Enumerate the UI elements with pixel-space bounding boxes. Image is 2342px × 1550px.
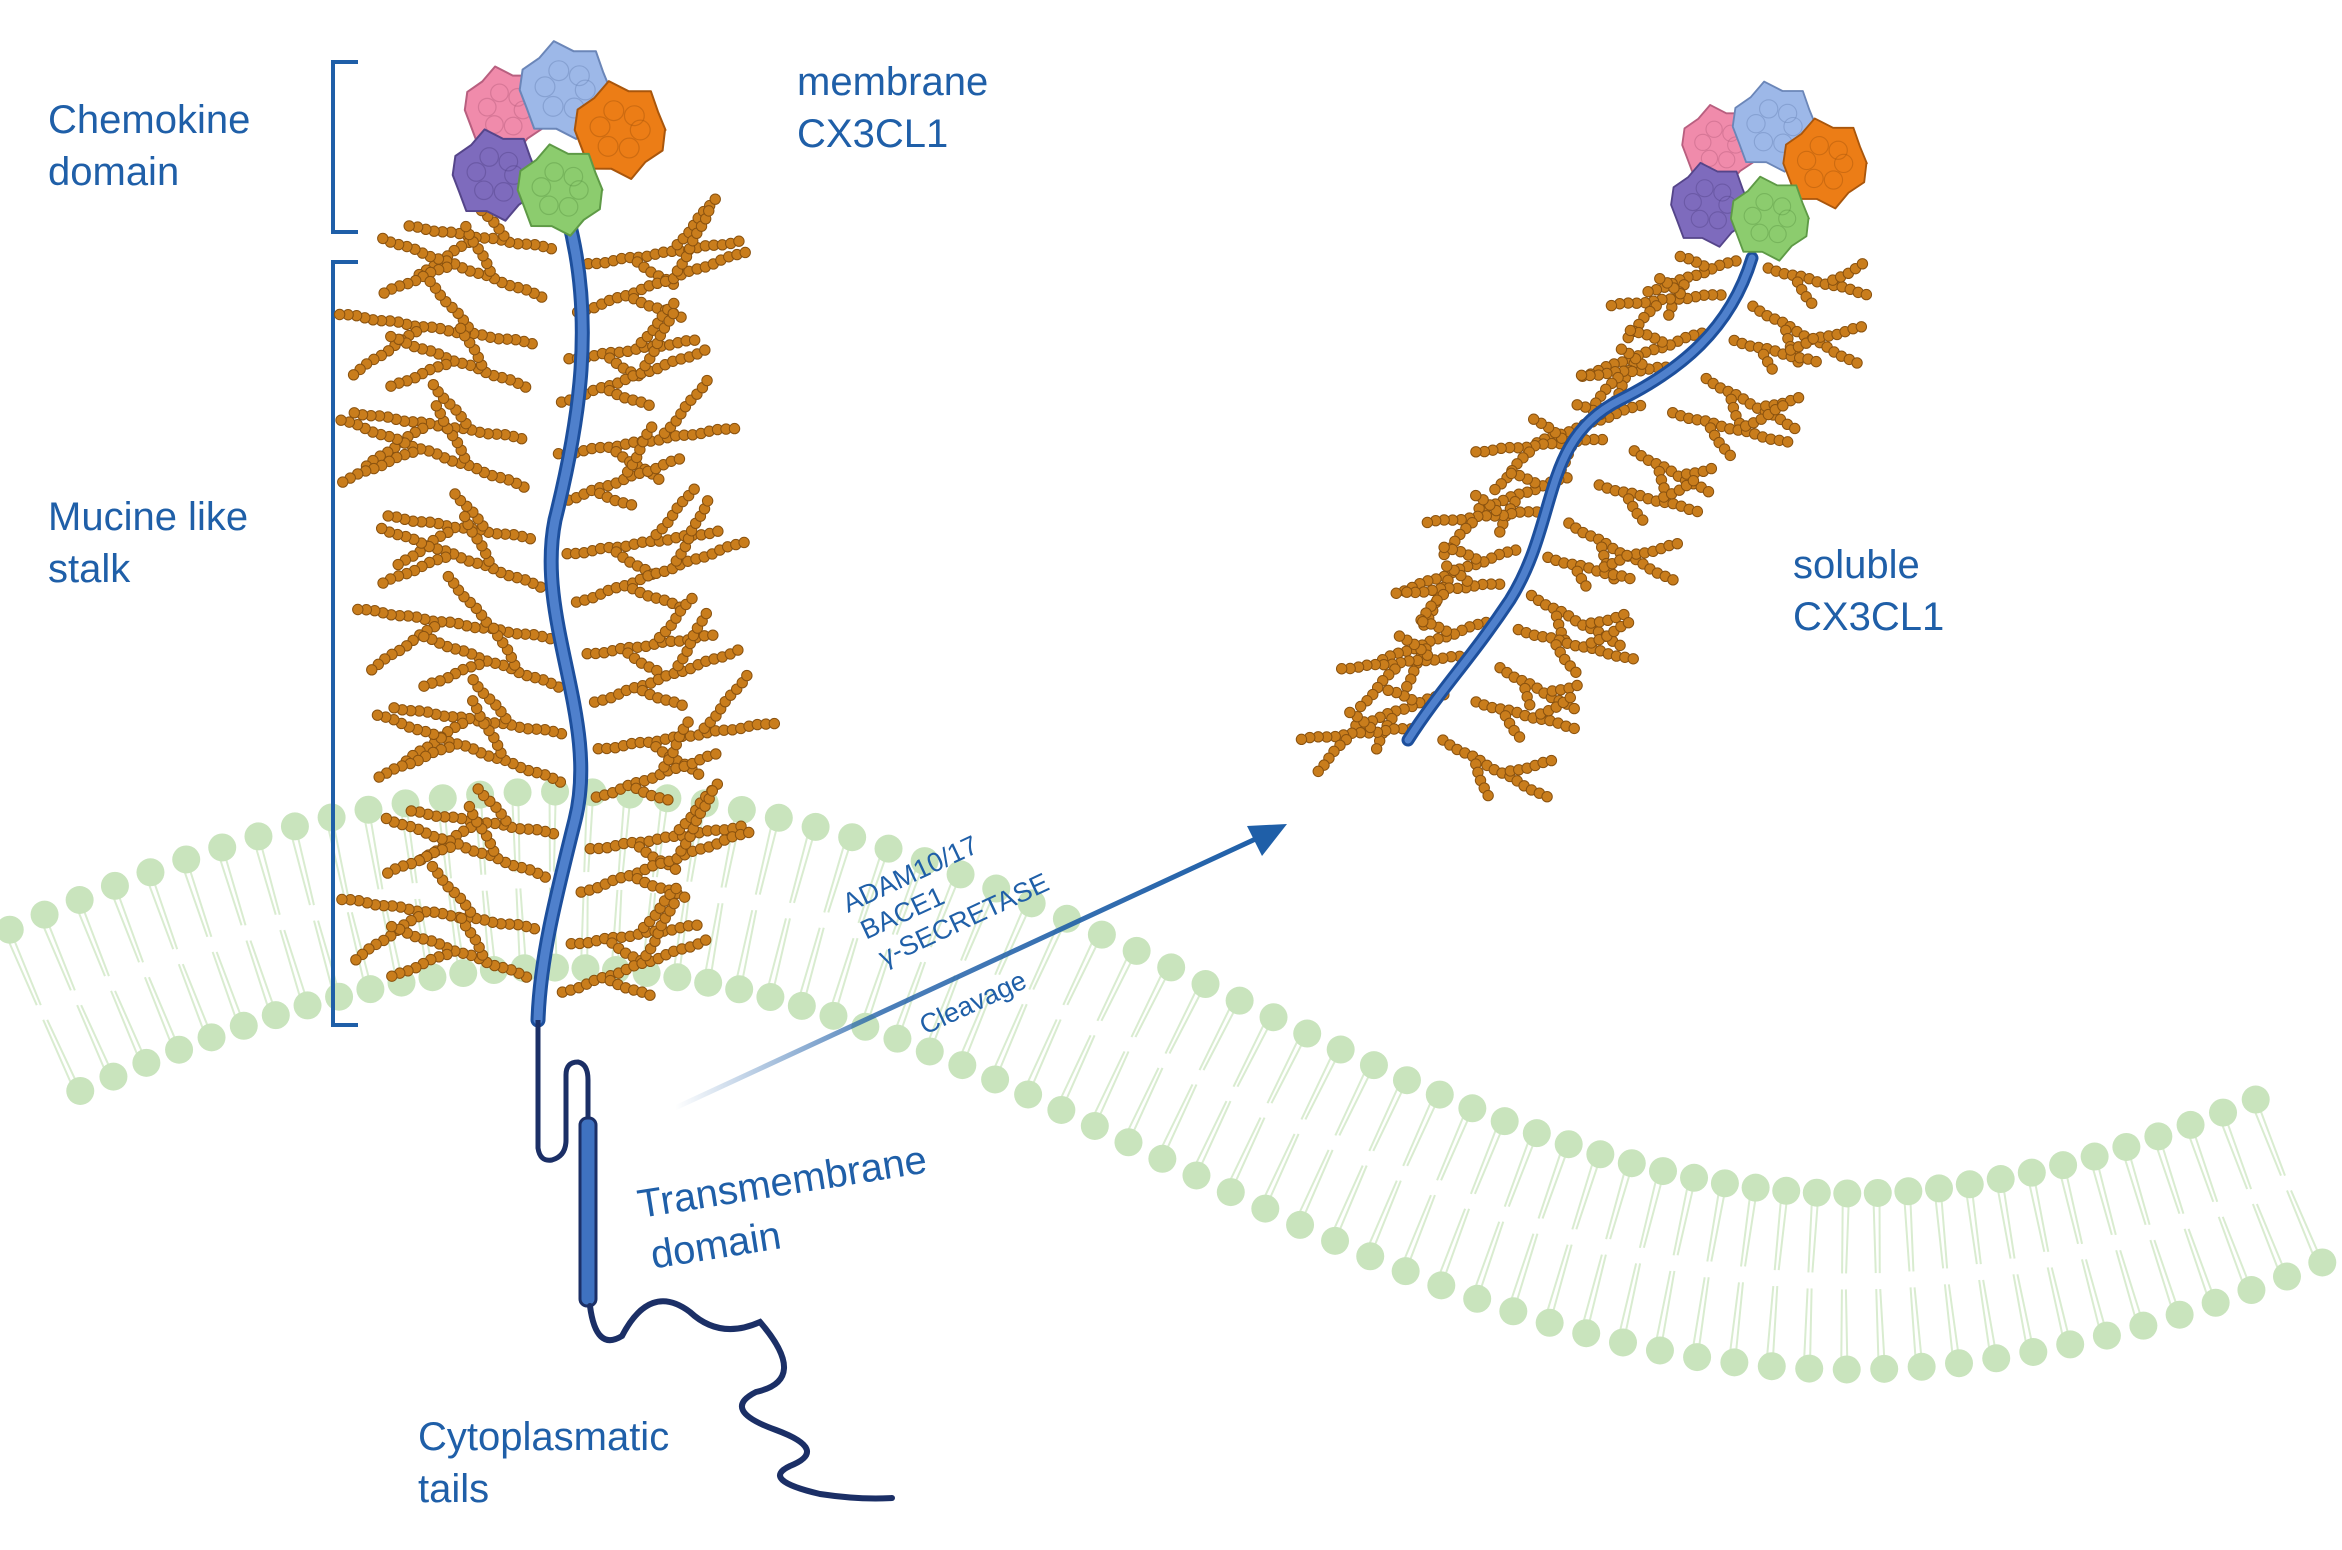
lipid-bilayer-icon — [0, 777, 2337, 1384]
chemokine-domain-icon — [1670, 80, 1868, 262]
transmembrane-domain-label: Transmembrane domain — [635, 1136, 949, 1278]
soluble-cx3cl1-protein — [1401, 251, 1759, 747]
chemokine-domain-line2: domain — [48, 150, 179, 194]
membrane-cx3cl1-line1: membrane — [797, 60, 988, 104]
soluble-cx3cl1-line1: soluble — [1793, 543, 1920, 587]
transmembrane-domain-line1: Transmembrane — [635, 1138, 930, 1227]
soluble-cx3cl1-mucin-stalk — [1295, 250, 1873, 803]
chemokine-domain-label: Chemokine domain — [48, 98, 261, 194]
enzymes-label: ADAM10/17 BACE1 γ-SECRETASE — [838, 809, 1054, 976]
cytoplasmatic-tails-line1: Cytoplasmatic — [418, 1415, 669, 1459]
mucine-stalk-line2: stalk — [48, 547, 131, 591]
chemokine-domain-line1: Chemokine — [48, 98, 250, 142]
cleavage-arrow-icon — [673, 824, 1287, 1111]
mucine-stalk-label: Mucine like stalk — [48, 495, 259, 591]
cytoplasmatic-tail — [587, 1298, 895, 1502]
chemokine-domain-icon — [451, 40, 667, 237]
membrane-cx3cl1-line2: CX3CL1 — [797, 112, 948, 156]
membrane-cx3cl1-label: membrane CX3CL1 — [797, 60, 999, 156]
cytoplasmatic-tails-line2: tails — [418, 1467, 489, 1511]
cytoplasmatic-tails-label: Cytoplasmatic tails — [418, 1415, 680, 1511]
mucine-stalk-bracket — [331, 260, 358, 1027]
transmembrane-domain-line2: domain — [648, 1213, 784, 1277]
mucine-stalk-line1: Mucine like — [48, 495, 248, 539]
membrane-cx3cl1-protein — [530, 210, 598, 1308]
soluble-cx3cl1-line2: CX3CL1 — [1793, 595, 1944, 639]
chemokine-domain-bracket — [331, 60, 358, 234]
soluble-cx3cl1-label: soluble CX3CL1 — [1793, 543, 1944, 639]
